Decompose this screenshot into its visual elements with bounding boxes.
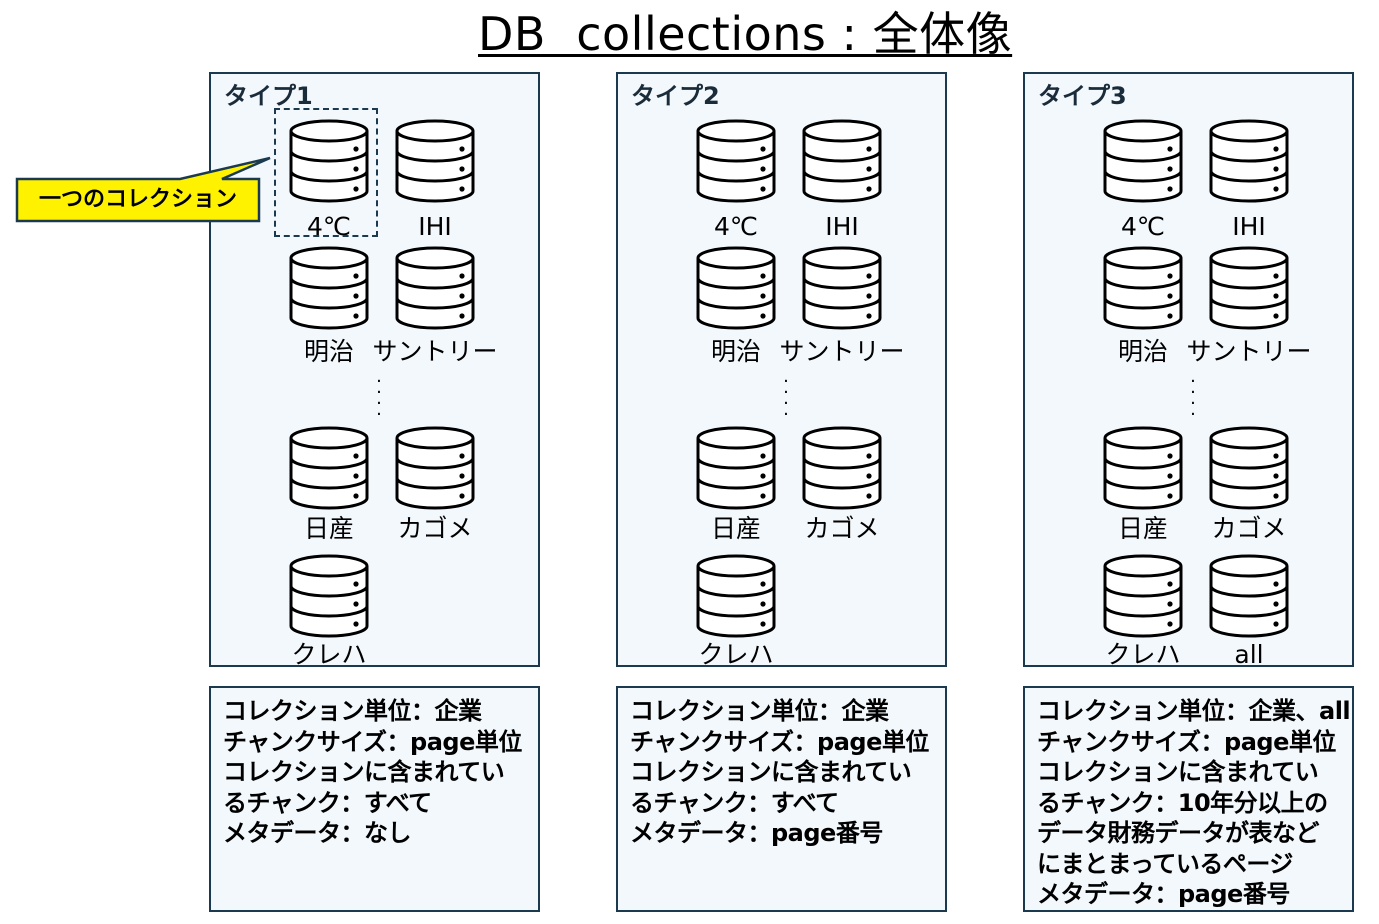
database-icon bbox=[1208, 426, 1290, 510]
collection-label: IHI bbox=[418, 212, 452, 241]
database-icon bbox=[1208, 119, 1290, 203]
collection-label: 日産 bbox=[710, 514, 761, 543]
database-icon bbox=[394, 119, 476, 203]
collection-label: 明治 bbox=[303, 337, 354, 366]
database-icon bbox=[695, 246, 777, 330]
collection-info-box-1: コレクション単位：企業チャンクサイズ：page単位コレクションに含まれているチャ… bbox=[209, 686, 540, 912]
database-icon bbox=[1208, 246, 1290, 330]
info-line: チャンクサイズ：page単位 bbox=[223, 727, 522, 756]
collection-label: IHI bbox=[1232, 212, 1266, 241]
collection-label: 明治 bbox=[710, 337, 761, 366]
collection-highlight-box bbox=[274, 108, 378, 237]
info-line: チャンクサイズ：page単位 bbox=[630, 727, 929, 756]
page-title: DB collections : 全体像 bbox=[478, 7, 1013, 61]
info-line: コレクション単位：企業 bbox=[223, 697, 482, 725]
collection-label: all bbox=[1234, 640, 1264, 669]
collection-label: クレハ bbox=[1105, 640, 1181, 669]
info-line: るチャンク：すべて bbox=[630, 788, 839, 817]
ellipsis-dots: ···· bbox=[783, 371, 789, 425]
collection-info-box-2: コレクション単位：企業チャンクサイズ：page単位コレクションに含まれているチャ… bbox=[616, 686, 947, 912]
database-icon bbox=[1102, 554, 1184, 638]
collection-label: サントリー bbox=[1186, 337, 1312, 366]
ellipsis-dots: ···· bbox=[1190, 371, 1196, 425]
collection-label: サントリー bbox=[372, 337, 498, 366]
database-icon bbox=[1102, 246, 1184, 330]
database-icon bbox=[1102, 119, 1184, 203]
info-line: にまとまっているページ bbox=[1037, 849, 1293, 878]
ellipsis-dots: ···· bbox=[376, 371, 382, 425]
callout-label: 一つのコレクション bbox=[38, 187, 237, 212]
info-line: コレクション単位：企業 bbox=[630, 697, 889, 725]
database-icon bbox=[288, 426, 370, 510]
collection-label: 明治 bbox=[1117, 337, 1168, 366]
database-icon bbox=[1208, 554, 1290, 638]
collection-label: IHI bbox=[825, 212, 859, 241]
info-line: コレクションに含まれてい bbox=[1037, 758, 1319, 786]
database-icon bbox=[1102, 426, 1184, 510]
database-icon bbox=[288, 246, 370, 330]
collection-label: 日産 bbox=[1117, 514, 1168, 543]
info-line: コレクション単位：企業、all bbox=[1037, 697, 1351, 725]
info-line: るチャンク：すべて bbox=[223, 788, 432, 817]
database-icon bbox=[288, 554, 370, 638]
collection-label: 4℃ bbox=[714, 212, 758, 241]
database-icon bbox=[394, 246, 476, 330]
database-icon bbox=[695, 426, 777, 510]
collection-label: 日産 bbox=[303, 514, 354, 543]
panel-title: タイプ2 bbox=[631, 82, 720, 110]
info-line: チャンクサイズ：page単位 bbox=[1037, 727, 1336, 756]
collection-label: カゴメ bbox=[804, 514, 880, 543]
collection-panel-3: タイプ3 4℃ IHI 明治 bbox=[1023, 72, 1354, 669]
database-icon bbox=[801, 246, 883, 330]
info-line: メタデータ：page番号 bbox=[1037, 880, 1290, 908]
database-icon bbox=[801, 426, 883, 510]
collection-label: サントリー bbox=[779, 337, 905, 366]
collection-label: クレハ bbox=[698, 640, 774, 669]
collection-label: クレハ bbox=[291, 640, 367, 669]
info-line: データ財務データが表など bbox=[1037, 819, 1320, 847]
collection-label: 4℃ bbox=[1121, 212, 1165, 241]
collection-label: カゴメ bbox=[397, 514, 473, 543]
collection-label: カゴメ bbox=[1211, 514, 1287, 543]
panel-title: タイプ1 bbox=[224, 82, 313, 110]
info-line: るチャンク：10年分以上の bbox=[1037, 788, 1328, 817]
database-icon bbox=[695, 119, 777, 203]
info-line: コレクションに含まれてい bbox=[223, 758, 505, 786]
panel-title: タイプ3 bbox=[1038, 82, 1127, 110]
info-line: メタデータ：page番号 bbox=[630, 819, 883, 847]
info-line: コレクションに含まれてい bbox=[630, 758, 912, 786]
database-icon bbox=[695, 554, 777, 638]
database-icon bbox=[394, 426, 476, 510]
info-line: メタデータ：なし bbox=[223, 819, 412, 847]
database-icon bbox=[288, 119, 370, 203]
database-icon bbox=[801, 119, 883, 203]
collection-panel-2: タイプ2 4℃ IHI 明治 bbox=[616, 72, 947, 669]
